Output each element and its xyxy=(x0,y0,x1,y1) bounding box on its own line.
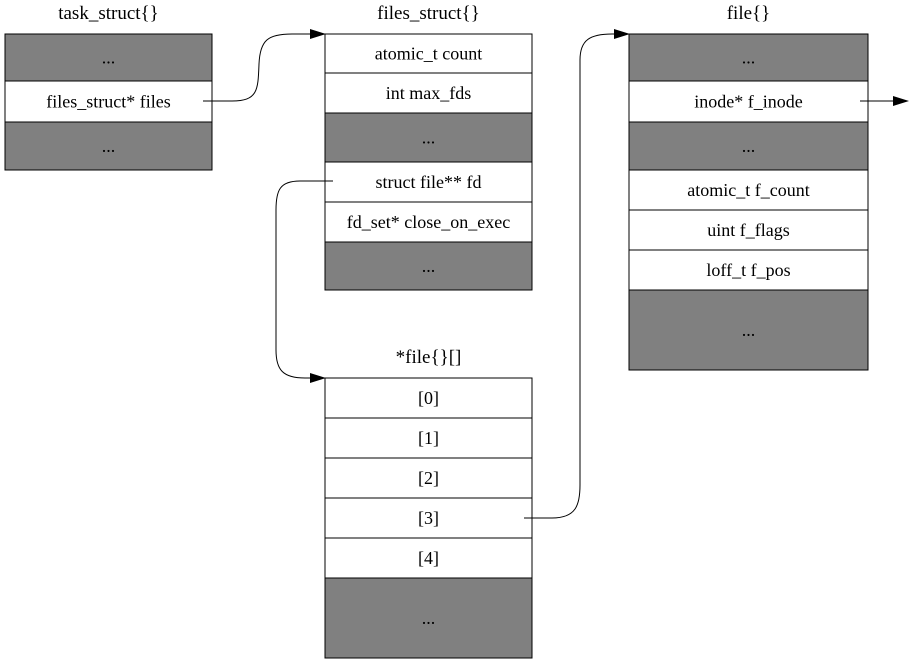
file-struct-cell-3 xyxy=(628,169,869,211)
task-struct-box: task_struct{}... files_struct* files... xyxy=(4,3,213,171)
file-array-cell-5-label: ... xyxy=(422,608,436,628)
files-struct-cell-5 xyxy=(324,241,533,291)
arrow-head xyxy=(614,29,630,39)
file-array-box: *file{}[] [0] [1] [2] [3] [4]... xyxy=(324,347,533,659)
file-struct-box: file{}... inode* f_inode... atomic_t f_cou… xyxy=(628,3,869,371)
file-array-cell-2 xyxy=(324,457,533,499)
files-struct-cell-0-label: atomic_t count xyxy=(375,44,482,64)
files-struct-title: files_struct{} xyxy=(377,3,480,24)
files-struct-cell-1-label: int max_fds xyxy=(386,83,472,103)
arrow-line xyxy=(203,33,310,102)
arrow-head xyxy=(893,96,909,106)
file-array-cell-2-label: [2] xyxy=(418,468,439,488)
files-struct-cell-2-label: ... xyxy=(422,128,436,148)
files-struct-cell-4-label: fd_set* close_on_exec xyxy=(347,212,510,232)
files-struct-cell-4 xyxy=(324,201,533,243)
pointer-arrow-inode-pointer-out xyxy=(860,96,909,106)
file-array-cell-4-label: [4] xyxy=(418,548,439,568)
file-struct-cell-4-label: uint f_flags xyxy=(707,220,790,240)
files-struct-cell-5-label: ... xyxy=(422,256,436,276)
task-struct-cell-1-label: files_struct* files xyxy=(46,92,170,112)
task-struct-cell-2-label: ... xyxy=(102,136,116,156)
file-struct-cell-3-label: atomic_t f_count xyxy=(687,180,809,200)
pointer-arrow-slot3-to-file xyxy=(524,29,630,519)
file-struct-cell-2-label: ... xyxy=(742,136,756,156)
task-struct-cell-0-label: ... xyxy=(102,48,116,68)
file-array-title: *file{}[] xyxy=(396,347,462,368)
file-array-cell-3-label: [3] xyxy=(418,508,439,528)
file-struct-cell-0-label: ... xyxy=(742,48,756,68)
arrow-head xyxy=(310,373,326,383)
file-struct-cell-2 xyxy=(628,121,869,171)
file-array-cell-5 xyxy=(324,577,533,659)
file-struct-cell-1 xyxy=(628,80,869,123)
file-array-cell-4 xyxy=(324,537,533,579)
task-struct-cell-1 xyxy=(4,80,213,123)
file-struct-title: file{} xyxy=(727,3,771,24)
file-struct-cell-4 xyxy=(628,209,869,251)
file-struct-cell-5 xyxy=(628,249,869,291)
file-struct-cell-1-label: inode* f_inode xyxy=(694,92,802,112)
file-array-cell-1-label: [1] xyxy=(418,428,439,448)
task-struct-cell-2 xyxy=(4,121,213,171)
task-struct-cell-0 xyxy=(4,33,213,82)
file-struct-cell-6-label: ... xyxy=(742,320,756,340)
file-struct-cell-6 xyxy=(628,289,869,371)
task-struct-title: task_struct{} xyxy=(58,3,159,24)
file-struct-cell-5-label: loff_t f_pos xyxy=(706,260,790,280)
file-array-cell-1 xyxy=(324,417,533,459)
files-struct-cell-2 xyxy=(324,112,533,163)
files-struct-box: files_struct{} atomic_t count int max_fds.… xyxy=(324,3,533,291)
pointer-arrow-fd-to-file-array xyxy=(275,180,333,383)
files-struct-cell-0 xyxy=(324,33,533,74)
arrow-line xyxy=(524,33,614,519)
file-array-cell-0 xyxy=(324,377,533,419)
arrow-line xyxy=(275,180,333,379)
file-struct-cell-0 xyxy=(628,33,869,82)
pointer-arrow-task-files-to-files-struct xyxy=(203,29,326,102)
files-struct-cell-3-label: struct file** fd xyxy=(376,172,482,192)
file-array-cell-0-label: [0] xyxy=(418,388,439,408)
arrow-head xyxy=(310,29,326,39)
